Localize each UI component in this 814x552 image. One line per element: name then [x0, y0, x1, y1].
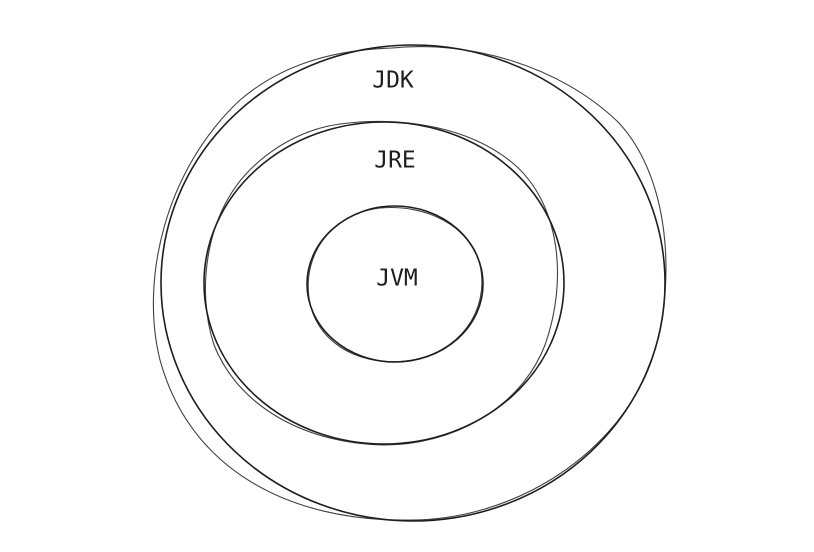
jre-circle [203, 120, 565, 446]
jvm-label: JVM [376, 266, 418, 292]
jvm-circle [306, 205, 484, 363]
jdk-label: JDK [372, 68, 414, 94]
jre-label: JRE [374, 148, 416, 174]
jdk-circle [152, 44, 667, 522]
